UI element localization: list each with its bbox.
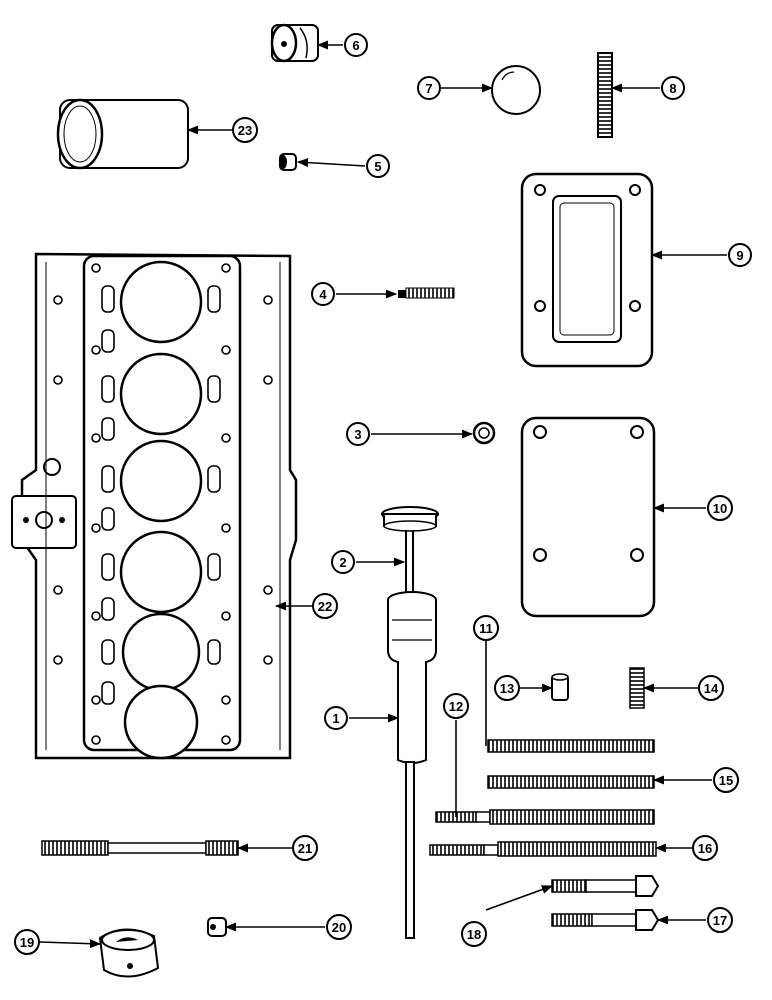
callout-23: 23 <box>232 117 258 143</box>
callout-4: 4 <box>311 282 335 306</box>
stud-16-part <box>429 841 657 857</box>
leader-lines <box>39 40 727 949</box>
callout-22-label: 22 <box>318 599 332 614</box>
plug-part <box>279 153 297 171</box>
callout-7: 7 <box>417 76 441 100</box>
callout-10-label: 10 <box>713 501 727 516</box>
washer-part <box>472 421 496 445</box>
callout-13: 13 <box>494 675 520 701</box>
bearing-part <box>98 928 160 978</box>
callout-11: 11 <box>473 615 499 641</box>
stud-21-part <box>41 840 239 856</box>
callout-12-label: 12 <box>449 699 463 714</box>
callout-21: 21 <box>292 835 318 861</box>
callout-6-label: 6 <box>352 38 359 53</box>
bolt-17-part <box>551 909 660 931</box>
callout-3-label: 3 <box>354 427 361 442</box>
callout-2-label: 2 <box>339 555 346 570</box>
callout-17-label: 17 <box>713 913 727 928</box>
sleeve-part <box>56 98 189 170</box>
dipstick-tube-part <box>387 591 437 939</box>
gasket-part <box>520 172 654 368</box>
callout-5: 5 <box>366 154 390 178</box>
callout-19-label: 19 <box>20 935 34 950</box>
callout-21-label: 21 <box>298 841 312 856</box>
spring-part <box>629 667 645 709</box>
callout-2: 2 <box>331 550 355 574</box>
callout-12: 12 <box>443 693 469 719</box>
callout-20: 20 <box>326 914 352 940</box>
callout-8: 8 <box>661 76 685 100</box>
plug-20-part <box>207 917 227 937</box>
callout-8-label: 8 <box>669 81 676 96</box>
callout-1: 1 <box>324 706 348 730</box>
callout-5-label: 5 <box>374 159 381 174</box>
callout-18-label: 18 <box>467 927 481 942</box>
callout-9-label: 9 <box>736 248 743 263</box>
callout-16: 16 <box>692 835 718 861</box>
callout-22: 22 <box>312 593 338 619</box>
callout-17: 17 <box>707 907 733 933</box>
callout-10: 10 <box>707 495 733 521</box>
bushing-part <box>270 23 319 63</box>
cover-plate-part <box>520 416 656 618</box>
dowel-part <box>551 673 569 701</box>
callout-1-label: 1 <box>332 711 339 726</box>
gear-part <box>597 52 613 138</box>
callout-15: 15 <box>713 767 739 793</box>
callout-14-label: 14 <box>704 681 719 696</box>
callout-20-label: 20 <box>332 920 346 935</box>
callout-15-label: 15 <box>719 773 733 788</box>
stud-12-part <box>435 809 655 825</box>
callout-4-label: 4 <box>319 287 327 302</box>
dipstick-part <box>381 506 439 594</box>
stud-11-part <box>487 739 655 753</box>
callout-14: 14 <box>698 675 724 701</box>
callout-9: 9 <box>728 243 752 267</box>
callout-18: 18 <box>461 921 487 947</box>
callout-19: 19 <box>14 929 40 955</box>
callout-6: 6 <box>344 33 368 57</box>
stud-15-part <box>487 775 655 789</box>
callout-23-label: 23 <box>238 123 252 138</box>
callout-3: 3 <box>346 422 370 446</box>
callout-7-label: 7 <box>425 81 432 96</box>
screw-part <box>398 287 455 299</box>
callout-11-label: 11 <box>479 621 493 636</box>
bolt-18-part <box>551 875 660 897</box>
cylinder-block-part <box>11 252 298 760</box>
callout-13-label: 13 <box>500 681 514 696</box>
callout-16-label: 16 <box>698 841 712 856</box>
ball-part <box>491 65 541 115</box>
